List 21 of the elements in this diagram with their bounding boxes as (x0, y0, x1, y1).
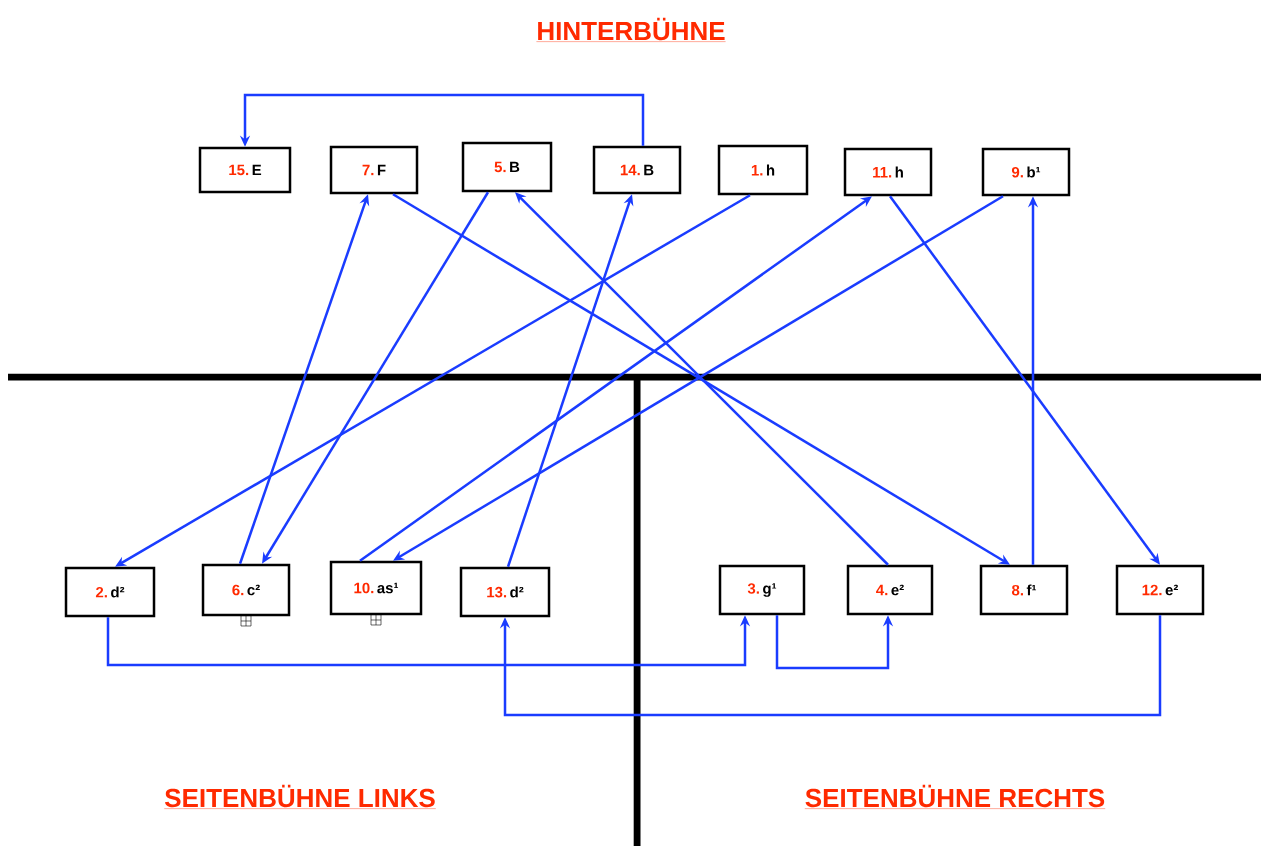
note-box: 1. h (717, 144, 809, 196)
note-box: 4. e² (846, 564, 934, 616)
note-box: 13. d² (459, 566, 551, 618)
note-box: 7. F (329, 145, 419, 195)
note-box: 11. h (843, 147, 933, 197)
note-box: 5. B (461, 141, 553, 193)
note-box: 14. B (592, 145, 682, 195)
note-box: 3. g¹ (718, 564, 806, 616)
arrow (515, 192, 889, 566)
arrow (499, 615, 1162, 717)
area-label: HINTERBÜHNE (536, 17, 726, 42)
note-box: 10. as¹ (329, 560, 423, 616)
note-box: 8. f¹ (979, 564, 1069, 616)
note-box: 15. E (198, 146, 292, 194)
area-label: SEITENBÜHNE RECHTS (804, 784, 1106, 809)
arrow (359, 196, 872, 562)
area-label: SEITENBÜHNE LINKS (164, 784, 436, 809)
note-box: 9. b¹ (981, 147, 1071, 197)
note-box: 2. d² (64, 566, 156, 618)
note-box: 12. e² (1115, 564, 1205, 616)
note-box: 6. c² (201, 563, 291, 617)
